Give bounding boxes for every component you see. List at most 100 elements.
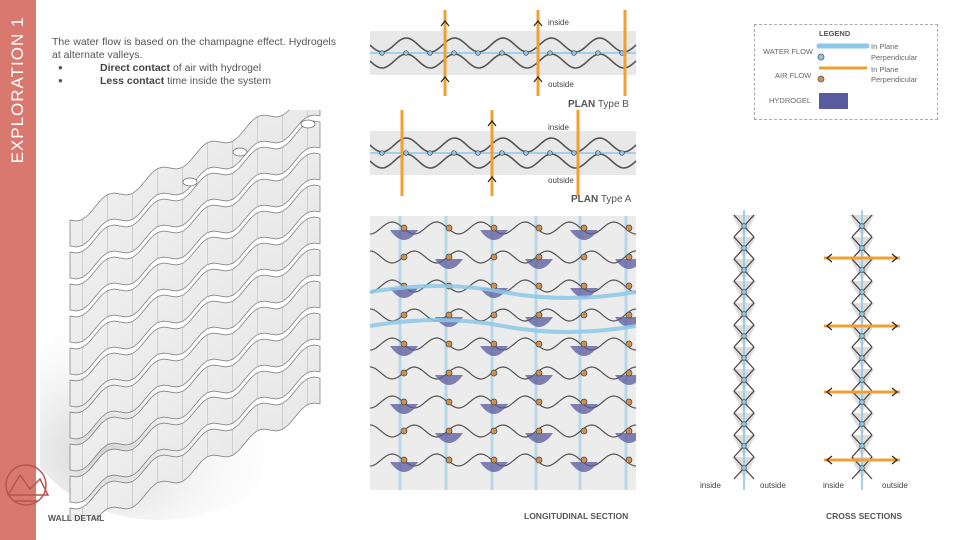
plan-water-node xyxy=(571,150,577,156)
plan-water-node xyxy=(571,50,577,56)
plan-type-a-drawing xyxy=(370,110,637,196)
cross-water-node xyxy=(741,355,747,361)
legend-air-perpendicular: Perpendicular xyxy=(871,75,918,84)
plan-a-caption-bold: PLAN xyxy=(571,194,599,205)
section-hydrogel xyxy=(435,375,463,385)
legend-air-in-plane: In Plane xyxy=(871,65,899,74)
section-hydrogel xyxy=(525,433,553,443)
section-hydrogel xyxy=(435,433,463,443)
section-air-node xyxy=(400,398,408,406)
longitudinal-caption: LONGITUDINAL SECTION xyxy=(524,511,629,521)
section-hydrogel xyxy=(390,346,418,356)
section-air-node xyxy=(580,282,588,290)
section-air-node xyxy=(625,253,633,261)
wall-detail-caption: WALL DETAIL xyxy=(48,513,105,523)
cross-arrow-icon xyxy=(891,455,898,465)
section-hydrogel xyxy=(615,259,636,269)
section-air-node xyxy=(400,253,408,261)
plan-water-node xyxy=(499,50,505,56)
section-hydrogel xyxy=(525,259,553,269)
cross-water-node xyxy=(741,267,747,273)
plan-water-node xyxy=(379,150,385,156)
plan-water-node xyxy=(619,150,625,156)
section-water-path xyxy=(370,284,636,300)
section-air-node xyxy=(625,427,633,435)
cross-water-node xyxy=(859,289,865,295)
section-air-node xyxy=(535,224,543,232)
plan-arrow-icon xyxy=(487,176,497,183)
plan-water-node xyxy=(499,150,505,156)
legend-title: LEGEND xyxy=(819,29,851,38)
cross-sections-caption: CROSS SECTIONS xyxy=(826,511,903,521)
plan-b-caption-rest: Type B xyxy=(595,99,629,110)
plan-b-caption: PLAN Type B xyxy=(568,99,629,110)
wall-fold-lines xyxy=(82,122,308,278)
cross-section-1-drawing xyxy=(732,210,756,490)
plan-water-node xyxy=(451,150,457,156)
plan-type-b-drawing xyxy=(370,10,637,96)
section-water-path xyxy=(370,318,636,334)
wall-fold-lines xyxy=(82,186,308,342)
wall-layers xyxy=(69,110,321,520)
section-air-node xyxy=(445,427,453,435)
section-air-node xyxy=(625,282,633,290)
cross-water-node xyxy=(859,443,865,449)
cross-water-node xyxy=(741,333,747,339)
cross-water-node xyxy=(859,245,865,251)
wall-fold-lines xyxy=(82,154,308,310)
legend-hydrogel-label: HYDROGEL xyxy=(769,96,812,105)
plan-water-node xyxy=(595,150,601,156)
plan-arrow-icon xyxy=(440,20,450,27)
longitudinal-section-drawing xyxy=(370,216,636,490)
section-air-node xyxy=(625,398,633,406)
intro-text-block: The water flow is based on the champagne… xyxy=(52,36,336,87)
section-air-node xyxy=(580,427,588,435)
wall-fold-lines xyxy=(82,346,308,502)
cross-water-node xyxy=(859,399,865,405)
bullet-list: Direct contact of air with hydrogel Less… xyxy=(52,62,336,87)
cross-water-node xyxy=(741,377,747,383)
section-air-node xyxy=(490,253,498,261)
section-air-node xyxy=(535,253,543,261)
section-hydrogel xyxy=(525,375,553,385)
plan-b-outside-label: outside xyxy=(548,80,574,89)
plan-wave-top xyxy=(370,137,637,153)
legend-water-in-plane: In Plane xyxy=(871,42,899,51)
plan-water-node xyxy=(451,50,457,56)
cross-water-node xyxy=(859,377,865,383)
section-air-node xyxy=(490,427,498,435)
section-air-node xyxy=(580,456,588,464)
section-air-node xyxy=(400,456,408,464)
section-hydrogel xyxy=(390,404,418,414)
plan-water-node xyxy=(379,50,385,56)
section-hydrogel xyxy=(480,462,508,472)
section-air-node xyxy=(580,253,588,261)
section-air-node xyxy=(445,369,453,377)
cross-arrow-icon xyxy=(826,387,833,397)
section-hydrogel xyxy=(570,404,598,414)
legend-water-flow-label: WATER FLOW xyxy=(763,47,813,56)
plan-water-node xyxy=(523,50,529,56)
section-wave xyxy=(370,424,636,438)
section-air-node xyxy=(445,456,453,464)
plan-water-node xyxy=(427,150,433,156)
plan-a-inside-label: inside xyxy=(548,123,569,132)
cross-water-node xyxy=(741,311,747,317)
section-hydrogel xyxy=(525,317,553,327)
section-hydrogel xyxy=(435,259,463,269)
section-air-node xyxy=(445,253,453,261)
wall-hole xyxy=(232,147,248,157)
cross-arrow-icon xyxy=(891,253,898,263)
cross-section-2-drawing xyxy=(824,210,900,490)
section-air-node xyxy=(580,340,588,348)
section-air-node xyxy=(535,369,543,377)
plan-wave-top xyxy=(370,37,637,53)
cross-water-node xyxy=(859,267,865,273)
cross-arrow-icon xyxy=(891,387,898,397)
wall-fold-lines xyxy=(82,378,308,520)
wall-detail-render xyxy=(40,110,321,520)
plan-water-node xyxy=(403,150,409,156)
plan-water-node xyxy=(547,150,553,156)
cross-water-node xyxy=(741,223,747,229)
cross1-inside-label: inside xyxy=(700,481,721,490)
